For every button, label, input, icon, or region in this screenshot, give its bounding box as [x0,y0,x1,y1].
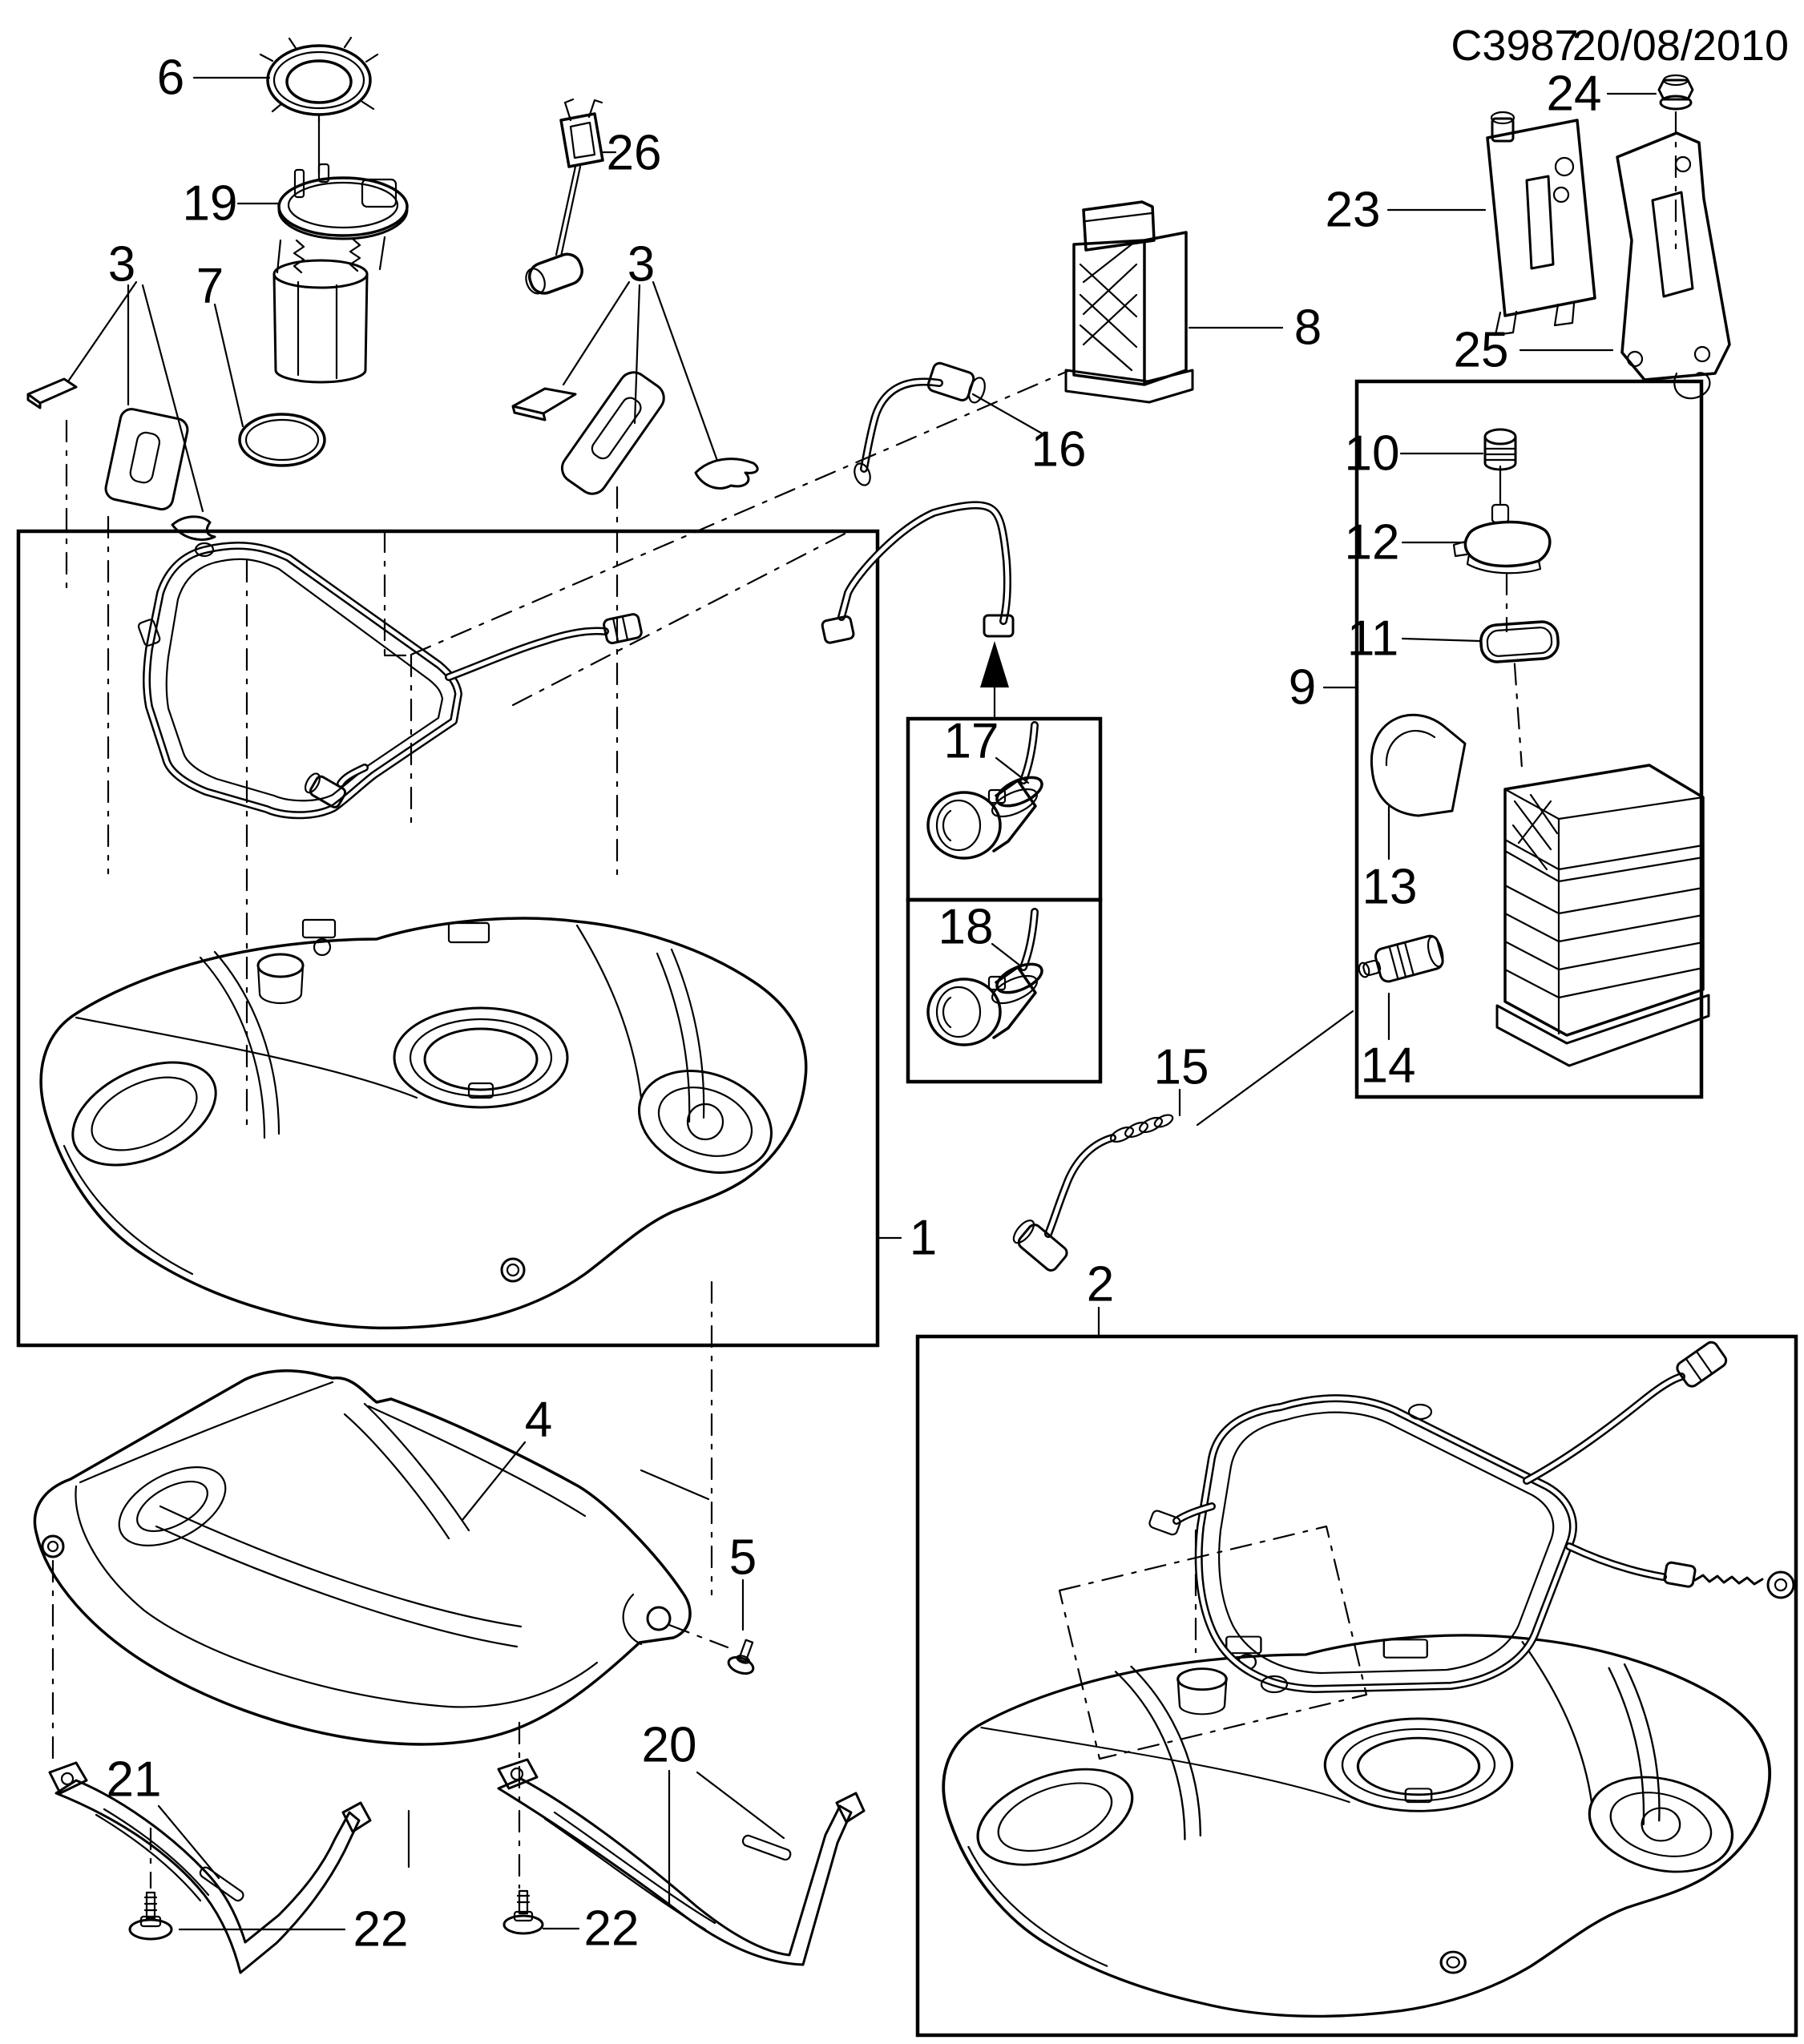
lock-ring-6 [259,36,379,175]
part-callout-22-left: 22 [353,1902,409,1957]
shield-bolt-5 [727,1639,755,1675]
part-callout-11: 11 [1347,611,1398,667]
part-callout-16: 16 [1031,422,1087,478]
direction-arrow [980,641,1009,687]
fuel-hose-15 [1012,1114,1174,1272]
pipe-clip-13 [1370,713,1467,817]
part-callout-17: 17 [944,714,999,769]
part-callout-2: 2 [1087,1257,1114,1312]
fuel-line-harness-box1 [137,542,643,820]
valve-kit-box-9 [1354,379,1704,1099]
part-callout-25: 25 [1454,323,1509,378]
fuel-tank [39,917,808,1330]
anti-squeak-pads-left-3 [26,377,216,541]
purge-valve-14 [1358,934,1444,983]
pump-seal-ring-7 [238,413,326,467]
tank-shield-4 [33,1369,692,1746]
mounting-bracket-25 [1616,131,1731,400]
part-callout-12: 12 [1345,515,1400,570]
part-callout-23: 23 [1326,183,1381,238]
fuel-line-harness-box2 [1058,1340,1795,1760]
leader-box9-to-hose15 [1196,1010,1354,1127]
quick-connector-17 [926,721,1043,860]
part-callout-20: 20 [642,1718,697,1773]
carbon-canister-9 [1495,764,1710,1067]
part-callout-26: 26 [607,126,662,181]
vent-pipe-assembly [821,501,1015,720]
control-module-23 [1486,111,1596,337]
fuel-pump-module-19 [272,163,409,384]
part-callout-10: 10 [1345,426,1400,482]
projection-lines [51,369,1072,1889]
part-callout-8: 8 [1294,300,1322,356]
part-callout-14: 14 [1361,1038,1416,1094]
part-callout-7: 7 [196,259,224,314]
connector-detail-box-18 [906,897,1103,1084]
part-callout-15: 15 [1154,1040,1209,1095]
part-callout-6: 6 [157,50,184,106]
drawing-date: 20/08/2010 [1572,22,1789,70]
main-assembly-box-1 [16,529,880,1348]
drawing-code: C3987 [1451,22,1578,70]
part-callout-24: 24 [1547,67,1602,122]
part-callout-3-right: 3 [628,237,655,292]
part-callout-4: 4 [525,1393,552,1448]
part-callout-18: 18 [938,900,994,955]
part-callout-21: 21 [107,1752,162,1808]
part-callout-19: 19 [183,176,238,232]
fuel-tank-box2 [942,1633,1772,2018]
fuel-level-sender-26 [525,98,604,295]
evap-canister-8 [1064,200,1194,404]
part-callout-5: 5 [729,1530,757,1586]
vent-hose-16 [854,361,986,486]
part-callout-1: 1 [910,1211,937,1266]
valve-gasket-11 [1479,620,1560,768]
part-callout-22-right: 22 [584,1901,640,1957]
strap-screw-22-left [128,1891,173,1941]
alt-assembly-box-2 [915,1334,1798,2038]
tank-strap-20 [497,1758,866,1966]
part-callout-3-left: 3 [108,237,135,292]
anti-squeak-pads-right-3 [511,371,759,495]
part-callout-9: 9 [1289,660,1316,716]
connector-detail-box-17 [906,716,1103,902]
part-callout-13: 13 [1362,860,1418,915]
filler-cap-10 [1483,428,1517,505]
leader-lines [67,76,1657,1931]
flange-nut-24 [1657,74,1694,250]
vent-valve-12 [1452,503,1552,633]
strap-screw-22-right [502,1889,544,1935]
tank-strap-21 [48,1761,372,1974]
